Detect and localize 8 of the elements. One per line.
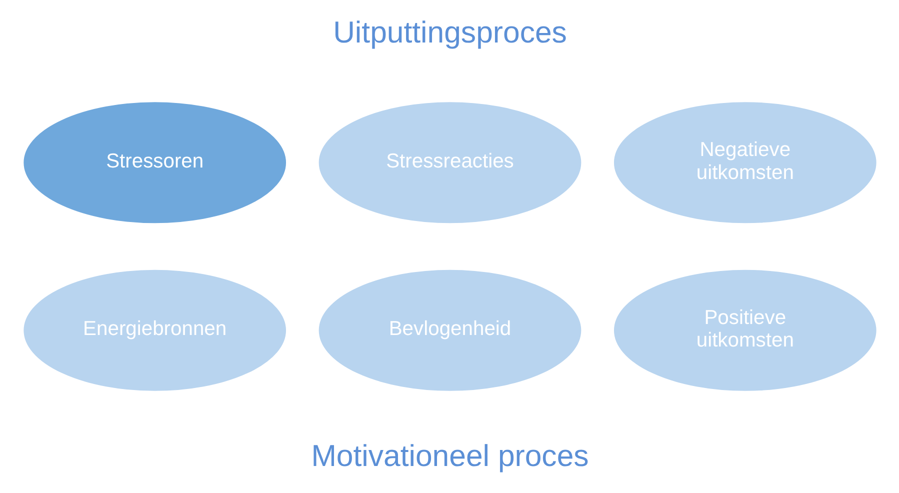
node-ellipse: Stressoren xyxy=(22,100,287,224)
node-ellipse: Positieve uitkomsten xyxy=(612,268,878,392)
label: Uitputtingsproces xyxy=(332,16,566,50)
node-ellipse: Bevlogenheid xyxy=(317,268,582,392)
label: Motivationeel proces xyxy=(310,440,588,474)
node-ellipse: Negatieve uitkomsten xyxy=(612,100,878,224)
node-ellipse: Stressreacties xyxy=(317,100,582,224)
node-ellipse: Energiebronnen xyxy=(22,268,287,392)
